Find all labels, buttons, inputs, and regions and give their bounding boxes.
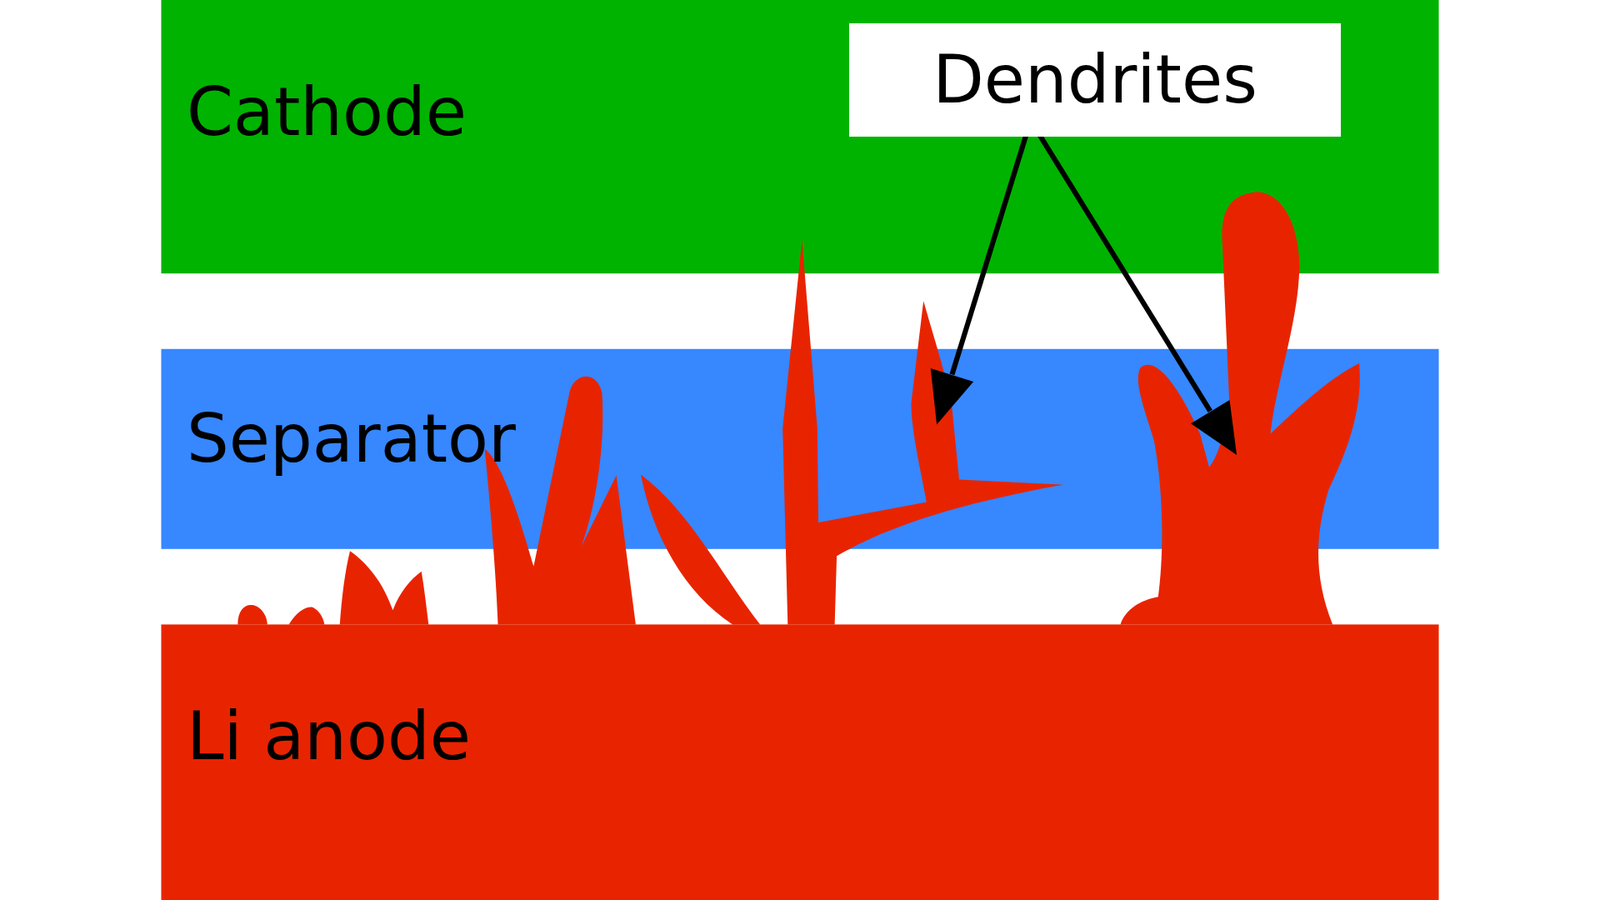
cathode-band: Cathode Dendrites [160,0,1440,274]
band-label: Separator [186,405,516,473]
label-box: Dendrites [849,23,1341,137]
separator-band: Separator [160,349,1440,550]
arrow-head [1190,400,1237,455]
band-label: Dendrites [932,46,1258,114]
anode-band [160,624,1439,900]
arrow-head [930,368,974,425]
leader-arrows [930,120,1237,455]
leader-line [951,120,1030,375]
leader-line [1030,120,1211,411]
band-label: Li anode [186,703,471,770]
band-label: Cathode [186,79,467,146]
anode-band: Li anode [160,624,1440,900]
